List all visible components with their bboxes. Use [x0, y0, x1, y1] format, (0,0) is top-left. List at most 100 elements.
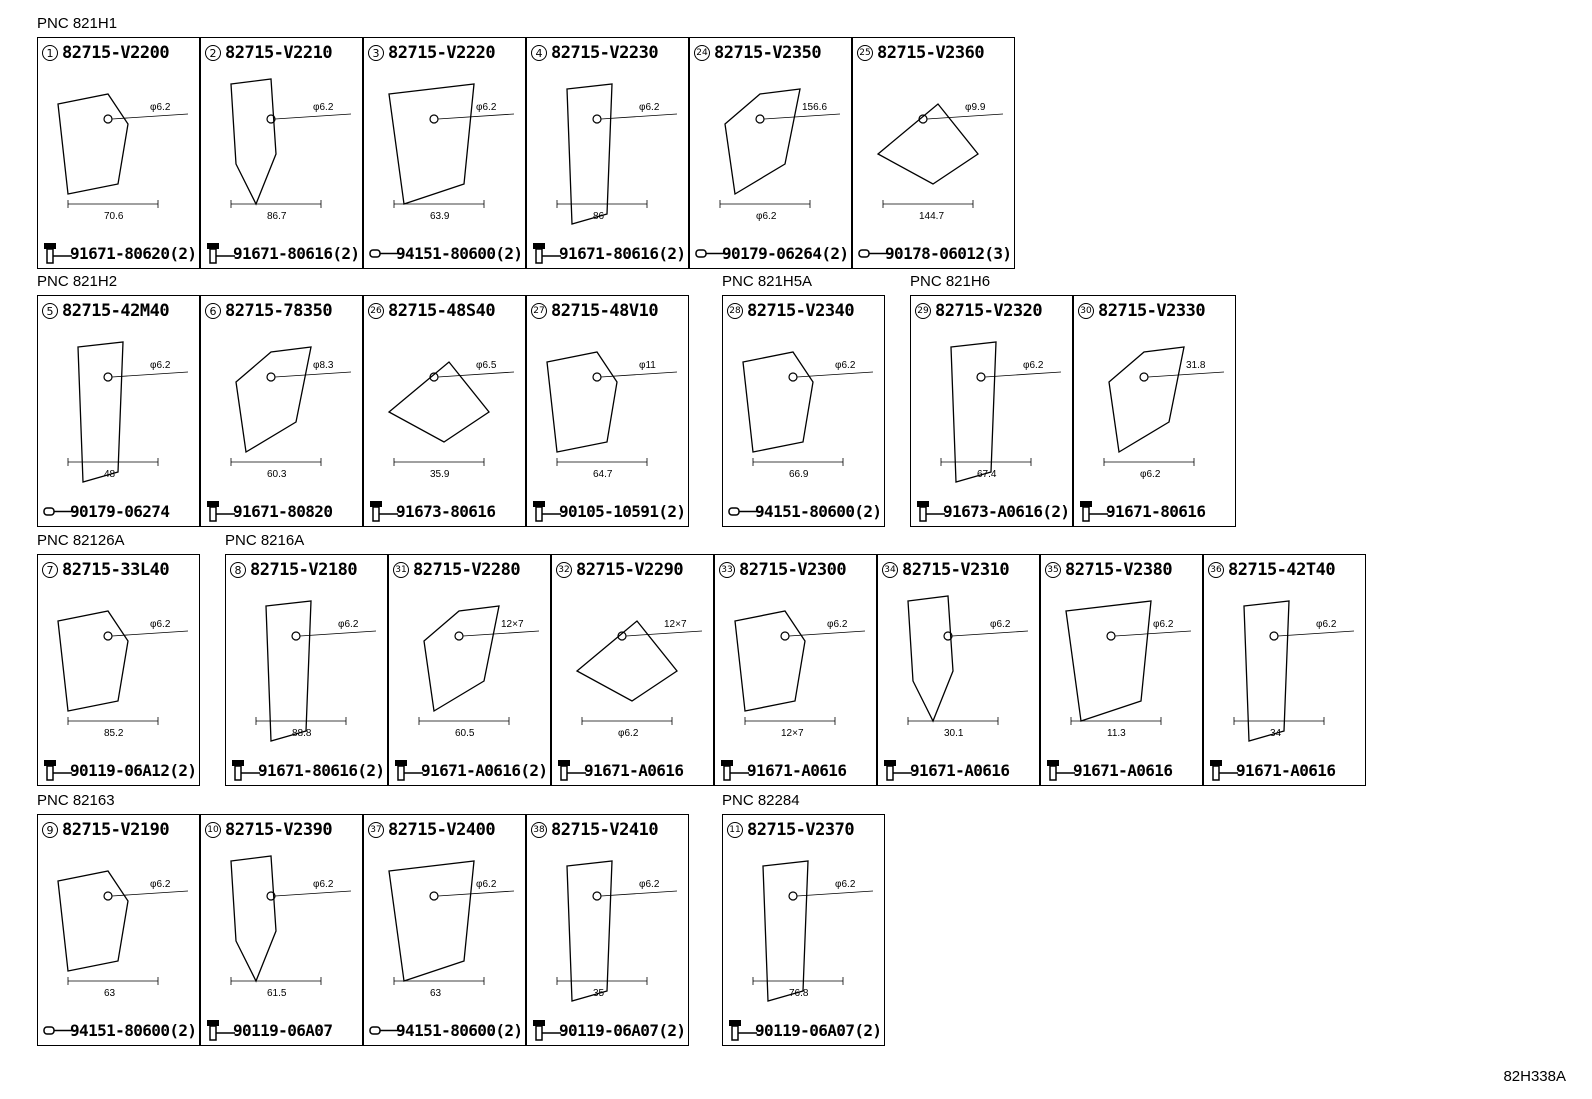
callout-number: 6: [205, 303, 221, 319]
dimension-label: 156.6: [802, 102, 827, 113]
fastener-row: 91671-80616: [1078, 499, 1206, 523]
bracket-outline: [423, 605, 500, 713]
callout-number: 1: [42, 45, 58, 61]
callout-number: 33: [719, 562, 735, 578]
bracket-drawing: 156.6φ6.2: [719, 88, 841, 222]
dimension-label: φ6.2: [150, 360, 171, 371]
dimension-label: φ6.2: [476, 102, 497, 113]
part-number: 82715-V2210: [225, 43, 333, 63]
dimension-label: φ6.2: [1316, 619, 1337, 630]
callout-number: 10: [205, 822, 221, 838]
part-number: 82715-42T40: [1228, 560, 1336, 580]
bracket-drawing: φ8.360.3: [230, 346, 352, 480]
bracket-drawing: 31.8φ6.2: [1103, 346, 1225, 480]
clip-icon: [369, 1026, 398, 1035]
callout-number: 5: [42, 303, 58, 319]
bracket-drawing: 12×760.5: [418, 605, 540, 739]
dimension-label: 11.3: [1107, 728, 1126, 739]
callout-number: 36: [1208, 562, 1224, 578]
fastener-part-number: 91671-A0616: [910, 760, 1010, 780]
bolt-icon: [232, 760, 260, 781]
bracket-drawing: φ6.267.4: [940, 341, 1062, 483]
dimension-label: φ6.2: [150, 619, 171, 630]
fastener-row: 90179-06274: [42, 499, 170, 523]
pnc-label: PNC 821H1: [37, 15, 118, 32]
bolt-icon: [1210, 760, 1238, 781]
part-number: 82715-V2190: [62, 820, 170, 840]
bracket-drawing: φ6.270.6: [57, 93, 189, 222]
bracket-drawing: φ6.235: [556, 860, 678, 1002]
bracket-drawing: φ6.535.9: [387, 360, 515, 480]
dimension-label: 60.5: [455, 728, 475, 739]
bolt-icon: [729, 1020, 757, 1041]
dimension-label: 88.8: [292, 728, 312, 739]
bolt-icon: [395, 760, 423, 781]
fastener-part-number: 94151-80600(2): [396, 1020, 523, 1040]
bracket-drawing: φ6.276.8: [752, 860, 874, 1002]
bracket-outline: [265, 600, 312, 742]
bracket-drawing: φ6.212×7: [734, 610, 866, 739]
fastener-part-number: 91671-80616: [1106, 501, 1206, 521]
fastener-part-number: 91671-80616(2): [233, 243, 360, 263]
bracket-outline: [546, 351, 618, 453]
dimension-label: φ6.2: [476, 879, 497, 890]
bracket-drawing: φ6.263: [57, 870, 189, 999]
fastener-row: 94151-80600(2): [727, 499, 882, 523]
callout-number: 2: [205, 45, 221, 61]
fastener-row: 90119-06A12(2): [42, 758, 197, 782]
figure-reference: 82H338A: [1503, 1068, 1566, 1085]
dimension-label: 67.4: [977, 469, 997, 480]
bolt-icon: [207, 243, 235, 264]
bracket-outline: [388, 860, 475, 982]
bracket-outline: [742, 351, 814, 453]
dimension-label: 63.9: [430, 211, 450, 222]
part-number: 82715-V2200: [62, 43, 170, 63]
bracket-drawing: φ6.288.8: [255, 600, 377, 742]
callout-number: 38: [531, 822, 547, 838]
fastener-part-number: 91671-A0616: [1236, 760, 1336, 780]
callout-number: 3: [368, 45, 384, 61]
dimension-label: φ6.2: [639, 102, 660, 113]
part-number: 82715-V2380: [1065, 560, 1173, 580]
dimension-label: φ6.2: [1153, 619, 1174, 630]
part-number: 82715-V2230: [551, 43, 659, 63]
fastener-row: 91671-A0616: [1208, 758, 1336, 782]
part-number: 82715-V2360: [877, 43, 985, 63]
dimension-label: 12×7: [664, 619, 687, 630]
fastener-part-number: 90119-06A07(2): [755, 1020, 882, 1040]
